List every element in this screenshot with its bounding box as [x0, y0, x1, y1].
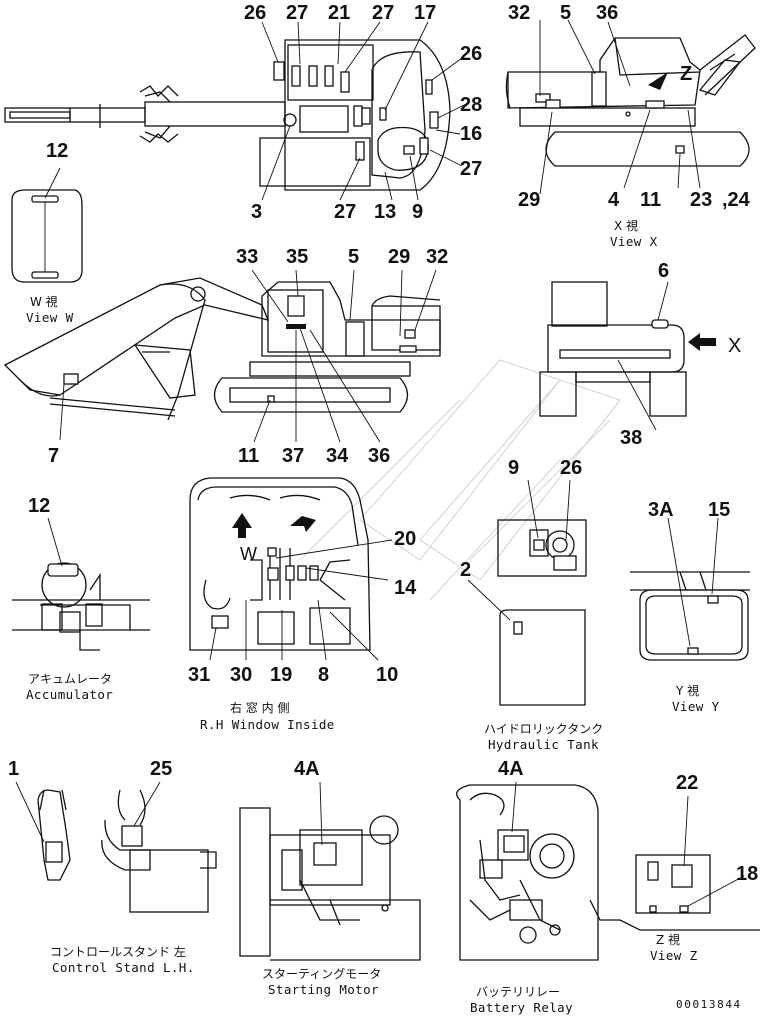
- callout-8: 8: [318, 664, 329, 686]
- caption-view-z-jp: Z 視: [656, 932, 680, 947]
- view-z-drawing: [635, 795, 745, 914]
- callout-36: 36: [596, 2, 618, 24]
- callout-29: 29: [388, 246, 410, 268]
- caption-view-y-jp: Y 視: [675, 683, 699, 698]
- callout-20: 20: [394, 528, 416, 550]
- rh-window-drawing: W: [189, 477, 393, 661]
- callout-34: 34: [326, 445, 349, 467]
- callout-27: 27: [334, 201, 356, 223]
- callout-9: 9: [412, 201, 423, 223]
- callout-4A: 4A: [294, 758, 320, 780]
- callout-14: 14: [394, 577, 417, 599]
- callout-12: 12: [28, 495, 50, 517]
- view-y-drawing: [630, 517, 750, 661]
- caption-view-z-en: View Z: [650, 948, 698, 963]
- background-watermark: [299, 359, 621, 601]
- caption-hydraulic-tank-jp: ハイドロリックタンク: [484, 722, 603, 736]
- caption-starting-motor-jp: スターティングモータ: [262, 967, 381, 981]
- callout-9: 9: [508, 457, 519, 479]
- callout-18: 18: [736, 863, 758, 885]
- battery-relay-drawing: [456, 781, 760, 961]
- callout-10: 10: [376, 664, 398, 686]
- callout-4: 4: [608, 189, 620, 211]
- callout-5: 5: [348, 246, 359, 268]
- caption-battery-relay-jp: バッテリリレー: [476, 985, 560, 999]
- caption-accumulator-jp: アキュムレータ: [28, 672, 112, 686]
- callout-26: 26: [560, 457, 582, 479]
- callout-32: 32: [426, 246, 448, 268]
- side-view-x-drawing: Z: [505, 19, 756, 195]
- callout-1: 1: [8, 758, 19, 780]
- callout-33: 33: [236, 246, 258, 268]
- callout-13: 13: [374, 201, 396, 223]
- up-arrow-icon: [232, 513, 252, 538]
- callout-2: 2: [460, 559, 471, 581]
- control-stand-drawing: [15, 781, 217, 913]
- callout-7: 7: [48, 445, 59, 467]
- caption-view-y-en: View Y: [672, 699, 720, 714]
- callout-27: 27: [286, 2, 308, 24]
- callout-25: 25: [150, 758, 172, 780]
- caption-view-w-en: View W: [26, 310, 74, 325]
- caption-control-stand-en: Control Stand L.H.: [52, 960, 195, 975]
- callout-22: 22: [676, 772, 698, 794]
- callout-28: 28: [460, 94, 482, 116]
- document-id: 00013844: [676, 998, 742, 1011]
- top-view-drawing: [4, 21, 467, 201]
- starting-motor-drawing: [239, 781, 421, 961]
- swing-arrow-icon: [290, 516, 316, 532]
- callout-12: 12: [46, 140, 68, 162]
- callout-23: 23: [690, 189, 712, 211]
- callout-27: 27: [372, 2, 394, 24]
- callout-27: 27: [460, 158, 482, 180]
- callout-6: 6: [658, 260, 669, 282]
- callout-16: 16: [460, 123, 482, 145]
- caption-battery-relay-en: Battery Relay: [470, 1000, 573, 1015]
- view-captions: X 視 View X W 視 View W アキュムレータ Accumulato…: [26, 218, 742, 1015]
- caption-view-x-en: View X: [610, 234, 658, 249]
- callout-31: 31: [188, 664, 210, 686]
- callout-17: 17: [414, 2, 436, 24]
- front-view-drawing: X: [539, 281, 741, 431]
- callout-29: 29: [518, 189, 540, 211]
- view-x-letter: X: [728, 335, 741, 357]
- main-side-view-drawing: [3, 269, 441, 443]
- callout-38: 38: [620, 427, 642, 449]
- view-w-drawing: [11, 167, 83, 283]
- callout-11: 11: [640, 189, 661, 211]
- w-letter: W: [240, 544, 257, 564]
- callout-3: 3: [251, 201, 262, 223]
- caption-rh-window-en: R.H Window Inside: [200, 717, 335, 732]
- caption-accumulator-en: Accumulator: [26, 687, 113, 702]
- callout-26: 26: [244, 2, 266, 24]
- callout-15: 15: [708, 499, 730, 521]
- view-z-arrow: [648, 72, 668, 90]
- callout-4A: 4A: [498, 758, 524, 780]
- view-x-arrow: [688, 333, 716, 351]
- caption-view-w-jp: W 視: [30, 294, 58, 309]
- callout-3A: 3A: [648, 499, 674, 521]
- caption-hydraulic-tank-en: Hydraulic Tank: [488, 737, 599, 752]
- callout-35: 35: [286, 246, 308, 268]
- caption-control-stand-jp: コントロールスタンド 左: [50, 944, 186, 959]
- callout-36: 36: [368, 445, 390, 467]
- accumulator-drawing: [12, 517, 150, 651]
- caption-rh-window-jp: 右 窓 内 側: [230, 700, 289, 715]
- callout-5: 5: [560, 2, 571, 24]
- callout-26: 26: [460, 43, 482, 65]
- callout-11: 11: [238, 445, 259, 467]
- callout-32: 32: [508, 2, 530, 24]
- hydraulic-tank-drawing: [467, 479, 587, 706]
- callout-37: 37: [282, 445, 304, 467]
- callout-30: 30: [230, 664, 252, 686]
- caption-starting-motor-en: Starting Motor: [268, 982, 379, 997]
- callout-labels: 26 27 21 27 17 26 28 16 27 3 27 13 9 32 …: [8, 2, 758, 885]
- callout-19: 19: [270, 664, 292, 686]
- caption-view-x-jp: X 視: [614, 218, 638, 233]
- view-z-letter: Z: [680, 63, 692, 85]
- callout-24: ,24: [722, 189, 751, 211]
- callout-21: 21: [328, 2, 350, 24]
